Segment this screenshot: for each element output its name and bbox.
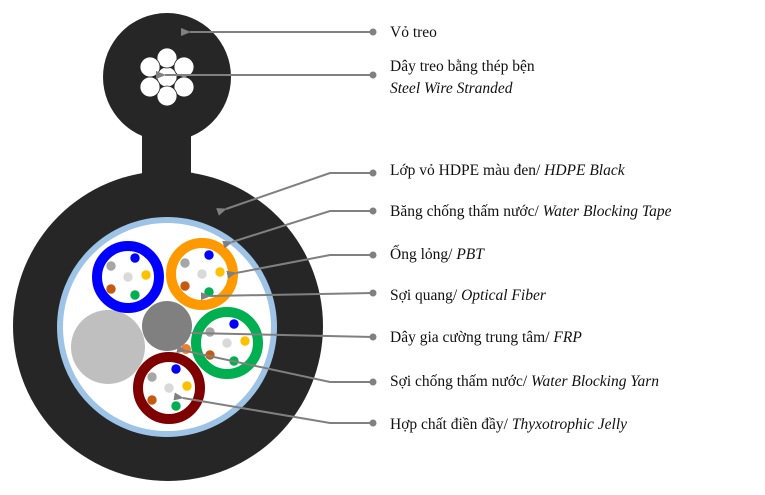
optical-fiber xyxy=(180,258,190,268)
steel-wire-strand xyxy=(139,76,161,98)
leader-arrow xyxy=(182,328,374,338)
leader-arrow xyxy=(200,292,374,301)
label-jelly: Hợp chất điền đầy/ Thyxotrophic Jelly xyxy=(390,416,628,433)
steel-wire-strand xyxy=(156,66,178,88)
optical-fiber xyxy=(229,319,239,329)
optical-fiber xyxy=(141,270,151,280)
optical-fiber xyxy=(182,381,192,391)
optical-fiber xyxy=(123,272,133,282)
leader-arrow xyxy=(173,392,373,424)
frp-central-member xyxy=(142,301,192,351)
optical-fiber xyxy=(106,284,116,294)
leader-arrow xyxy=(216,172,373,216)
leader-arrow xyxy=(176,345,373,383)
label-water-blocking-tape: Băng chống thấm nước/ Water Blocking Tap… xyxy=(390,203,672,220)
filler-rod xyxy=(71,310,145,384)
steel-wire-strand xyxy=(156,47,178,69)
steel-wire-strand xyxy=(139,56,161,78)
optical-fiber xyxy=(147,395,157,405)
optical-fiber xyxy=(197,269,207,279)
optical-fiber xyxy=(204,250,214,260)
optical-fiber xyxy=(130,253,140,263)
label-hdpe-sheath: Lớp vỏ HDPE màu đen/ HDPE Black xyxy=(390,162,625,179)
label-messenger-sheath: Vỏ treo xyxy=(390,24,437,41)
label-optical-fiber: Sợi quang/ Optical Fiber xyxy=(390,287,546,304)
optical-fiber xyxy=(130,290,140,300)
optical-fiber xyxy=(240,336,250,346)
optical-fiber xyxy=(164,383,174,393)
optical-fiber xyxy=(215,267,225,277)
label-water-blocking-yarn: Sợi chống thấm nước/ Water Blocking Yarn xyxy=(390,373,660,390)
label-frp: Dây gia cường trung tâm/ FRP xyxy=(390,329,582,346)
label-loose-tube: Ống lỏng/ PBT xyxy=(390,246,484,263)
optical-fiber xyxy=(171,364,181,374)
optical-fiber xyxy=(205,327,215,337)
optical-fiber xyxy=(180,281,190,291)
optical-fiber xyxy=(171,401,181,411)
leader-arrow xyxy=(226,254,373,279)
steel-wire-strand xyxy=(173,76,195,98)
steel-wire-strand xyxy=(156,85,178,107)
optical-fiber xyxy=(147,372,157,382)
optical-fiber xyxy=(222,338,232,348)
leader-arrow xyxy=(222,210,373,249)
optical-fiber xyxy=(106,261,116,271)
